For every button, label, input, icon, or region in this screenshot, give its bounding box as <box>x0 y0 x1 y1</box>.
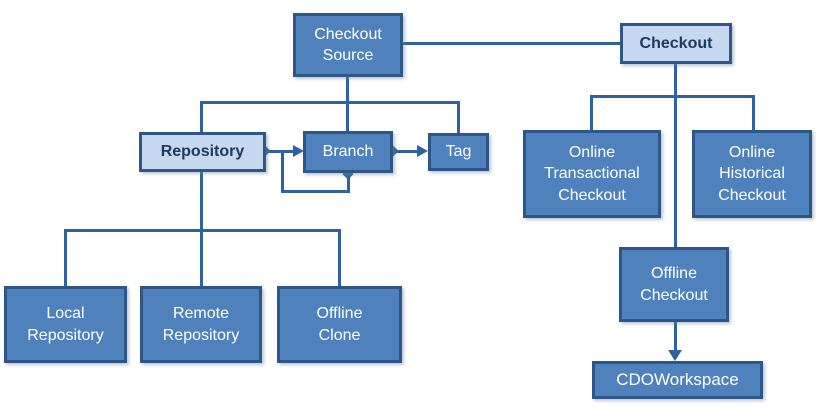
node-offline-clone: Offline Clone <box>277 286 402 363</box>
connector-righttree-to-historical <box>752 95 755 130</box>
node-checkout-source: Checkout Source <box>293 13 403 77</box>
node-online-transactional-checkout: Online Transactional Checkout <box>523 130 661 218</box>
node-cdo-workspace: CDOWorkspace <box>592 361 763 399</box>
node-repository: Repository <box>139 132 266 172</box>
arrowhead-into-branch <box>293 145 304 157</box>
node-tag: Tag <box>428 133 489 171</box>
connector-bottomtree-to-remote <box>200 229 203 286</box>
connector-lefttree-to-repository <box>200 101 203 132</box>
connector-bottomtree-to-clone <box>338 229 341 286</box>
connector-checkoutsource-checkout <box>403 42 621 45</box>
node-checkout-label: Checkout <box>639 34 713 52</box>
node-online-historical-checkout-label: Online Historical Checkout <box>718 144 786 204</box>
connector-righttree-to-transactional <box>590 95 593 130</box>
node-offline-clone-label: Offline Clone <box>316 305 363 344</box>
node-offline-checkout: Offline Checkout <box>619 247 729 322</box>
node-branch-label: Branch <box>322 143 374 161</box>
node-offline-checkout-label: Offline Checkout <box>640 265 708 304</box>
node-online-historical-checkout: Online Historical Checkout <box>692 130 812 218</box>
connector-lefttree-to-branch <box>346 101 349 131</box>
connector-checkout-stem <box>674 63 677 247</box>
connector-branch-selfloop-right <box>347 173 350 192</box>
connector-lefttree-to-tag <box>457 101 460 133</box>
node-remote-repository: Remote Repository <box>140 286 262 363</box>
node-checkout-source-label: Checkout Source <box>314 25 382 64</box>
node-tag-label: Tag <box>445 143 472 161</box>
connector-offlinecheckout-workspace <box>674 321 677 352</box>
node-local-repository: Local Repository <box>4 286 127 363</box>
node-online-transactional-checkout-label: Online Transactional Checkout <box>544 144 640 204</box>
connector-righttree-rail <box>590 95 755 98</box>
connector-repository-stem <box>200 171 203 231</box>
connector-branch-selfloop-left <box>281 151 284 192</box>
arrowhead-into-tag <box>417 145 428 157</box>
connector-branch-selfloop-bottom <box>281 190 350 193</box>
node-remote-repository-label: Remote Repository <box>162 305 240 344</box>
node-branch: Branch <box>303 131 393 173</box>
node-checkout: Checkout <box>620 23 732 64</box>
connector-bottomtree-to-local <box>64 229 67 286</box>
connector-lefttree-rail <box>200 101 460 104</box>
connector-branch-tag <box>391 150 421 153</box>
connector-checkoutsource-stem <box>346 76 349 103</box>
connector-repository-branch <box>263 150 295 153</box>
arrowhead-into-cdoworkspace <box>668 350 682 361</box>
node-local-repository-label: Local Repository <box>27 305 104 344</box>
node-cdo-workspace-label: CDOWorkspace <box>616 369 739 389</box>
node-repository-label: Repository <box>160 143 245 161</box>
